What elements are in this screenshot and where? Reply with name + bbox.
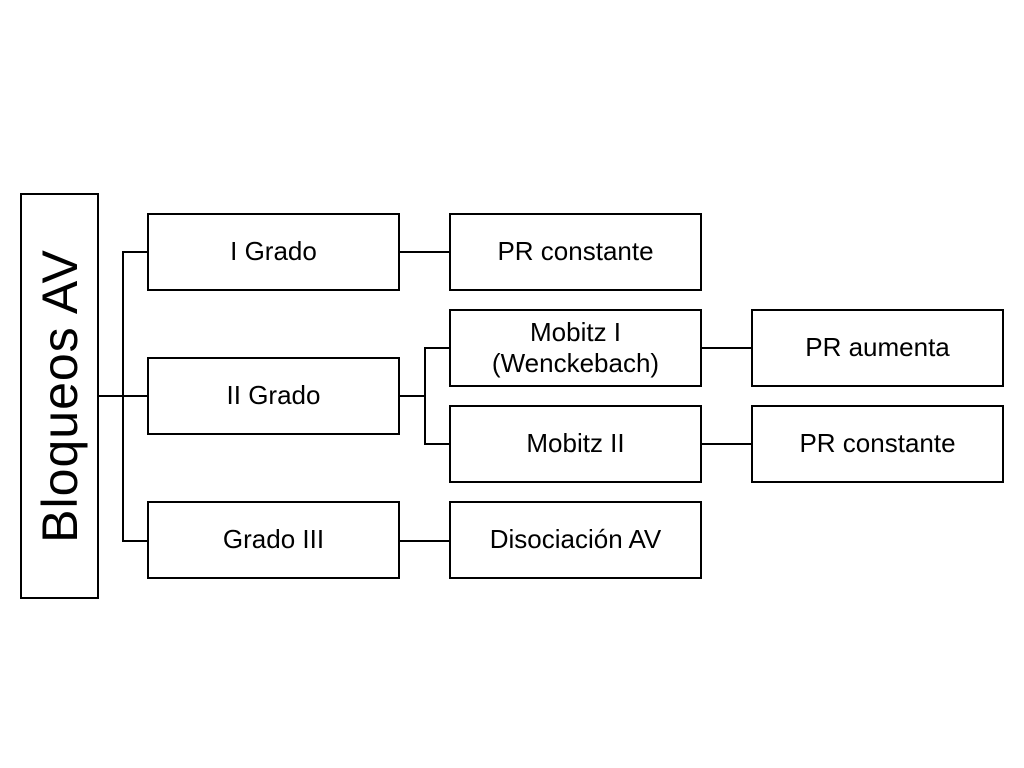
node-mobitz2-result-label: PR constante: [799, 428, 956, 459]
node-mobitz1-result-label: PR aumenta: [805, 332, 950, 363]
node-mobitz2-label: Mobitz II: [526, 428, 625, 459]
node-mobitz1: Mobitz I (Wenckebach): [449, 309, 702, 387]
connector-mobitz1-to-result: [702, 347, 752, 349]
connector-grado2-trunk: [400, 395, 425, 397]
node-grado1: I Grado: [147, 213, 400, 291]
connector-to-mobitz2: [424, 443, 450, 445]
node-mobitz1-label-line1: Mobitz I: [529, 316, 622, 347]
node-mobitz2: Mobitz II: [449, 405, 702, 483]
node-grado2: II Grado: [147, 357, 400, 435]
connector-grado1-to-result: [400, 251, 450, 253]
root-node: Bloqueos AV: [20, 193, 99, 599]
connector-to-grado2: [122, 395, 148, 397]
node-mobitz1-label-line2: (Wenckebach): [491, 348, 660, 378]
connector-to-grado1: [122, 251, 148, 253]
node-grado1-result: PR constante: [449, 213, 702, 291]
root-label: Bloqueos AV: [31, 249, 88, 543]
node-grado2-label: II Grado: [226, 380, 321, 411]
connector-grado3-to-result: [400, 540, 450, 542]
node-grado3-label: Grado III: [222, 524, 325, 555]
node-grado1-result-label: PR constante: [497, 236, 654, 267]
node-grado1-label: I Grado: [230, 236, 317, 267]
node-mobitz1-result: PR aumenta: [751, 309, 1004, 387]
node-mobitz2-result: PR constante: [751, 405, 1004, 483]
connector-to-mobitz1: [424, 347, 450, 349]
connector-mobitz2-to-result: [702, 443, 752, 445]
node-grado3-result-label: Disociación AV: [489, 524, 662, 555]
connector-grado2-spine: [424, 347, 426, 445]
node-grado3-result: Disociación AV: [449, 501, 702, 579]
connector-to-grado3: [122, 540, 148, 542]
node-grado3: Grado III: [147, 501, 400, 579]
connector-root-trunk: [99, 395, 123, 397]
